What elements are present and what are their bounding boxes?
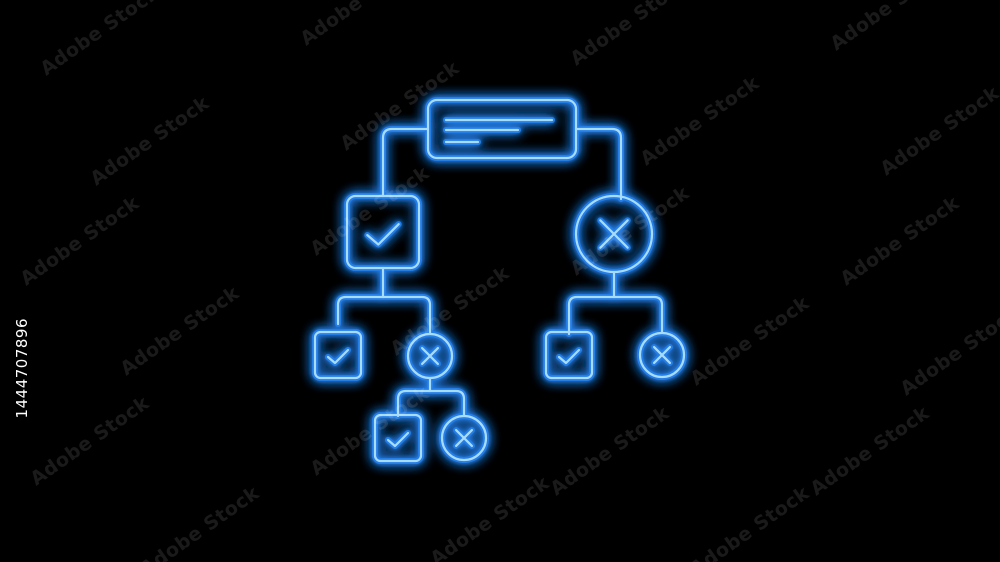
cross-mark-icon — [420, 346, 440, 366]
bottom-check-square-node — [373, 413, 423, 463]
connector-right — [574, 127, 623, 201]
left-check-square-node — [312, 329, 364, 381]
cross-mark-icon — [652, 345, 672, 365]
branch-left — [336, 295, 432, 336]
check-mark-icon — [366, 223, 400, 246]
branch-right — [567, 295, 664, 336]
connector-left — [380, 126, 431, 199]
connector-right — [573, 126, 624, 202]
connector-left — [381, 127, 430, 198]
right-check-square-node — [543, 329, 595, 381]
right-cross-circle-node — [638, 331, 686, 379]
approve-square-node — [345, 194, 421, 270]
bottom-check-square-node — [372, 412, 424, 464]
left-check-square-node — [313, 330, 363, 380]
check-mark-icon — [386, 431, 410, 448]
cross-mark-icon — [454, 428, 474, 448]
check-mark-icon — [364, 221, 402, 248]
approve-square-node — [344, 193, 422, 271]
branch-right — [566, 294, 665, 337]
branch-left — [335, 294, 433, 337]
right-check-square-node — [544, 330, 594, 380]
cross-mark-icon — [599, 219, 629, 249]
stock-id-label: 1444707896 — [13, 318, 31, 419]
check-mark-icon — [557, 348, 581, 365]
check-mark-icon — [326, 348, 350, 365]
branch-bottom — [396, 389, 466, 418]
bottom-cross-circle-node — [440, 414, 488, 462]
